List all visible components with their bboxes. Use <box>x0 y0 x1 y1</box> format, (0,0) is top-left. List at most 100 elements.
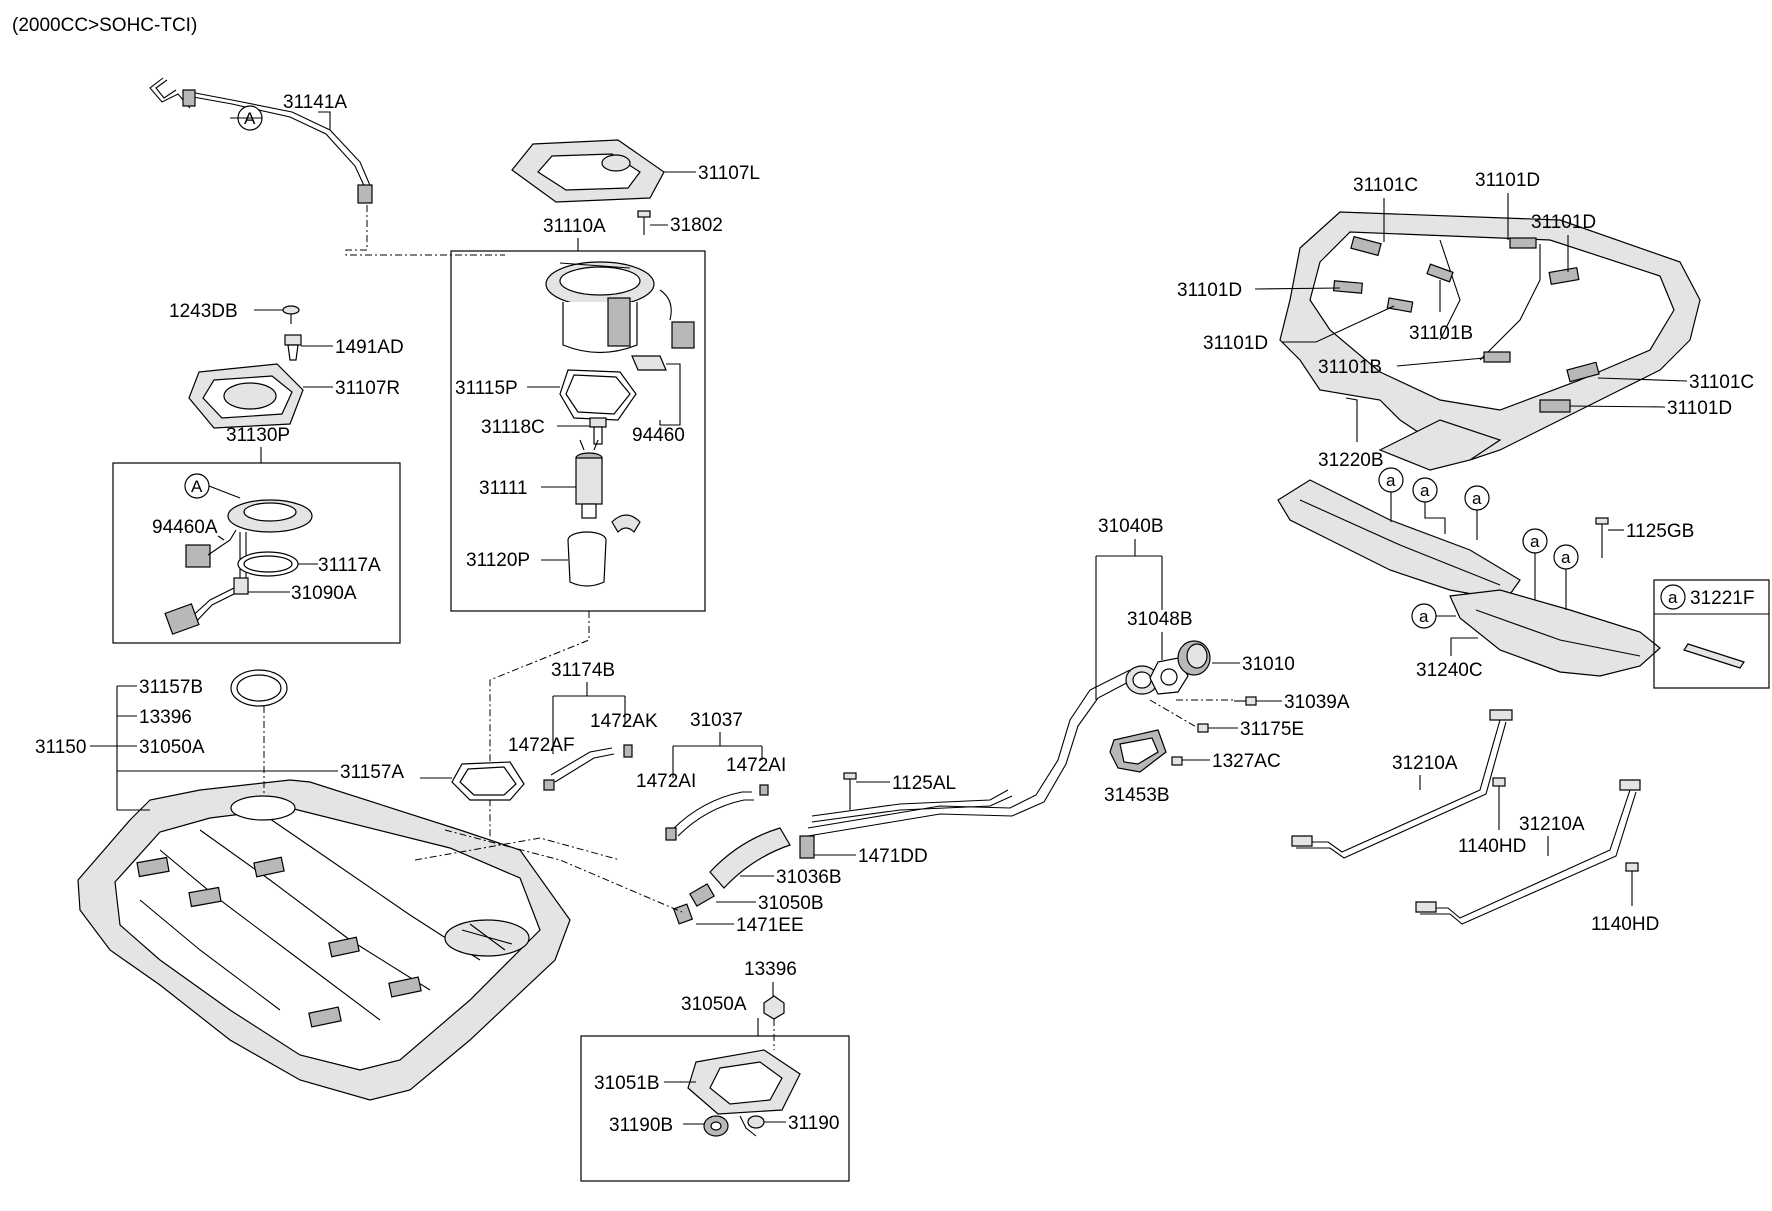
label-1327AC: 1327AC <box>1212 751 1281 772</box>
label-31036B: 31036B <box>776 867 842 888</box>
label-31117A: 31117A <box>318 555 381 576</box>
ring-31157B <box>230 669 288 707</box>
label-31174B: 31174B <box>551 660 615 681</box>
fuel-tank-31150 <box>77 779 571 1101</box>
label-31210A-upper: 31210A <box>1392 753 1458 774</box>
callout-letter: a <box>1386 471 1396 490</box>
fuel-harness-31141A <box>149 77 373 204</box>
screw-31175E <box>1197 723 1209 733</box>
label-13396-tank: 13396 <box>139 707 192 728</box>
clip-31190 <box>739 1115 765 1137</box>
bolt-1140HD-lower <box>1625 862 1639 898</box>
label-1472AI-right: 1472AI <box>726 755 786 776</box>
label-31101D-top: 31101D <box>1475 170 1540 191</box>
label-31157A: 31157A <box>340 762 404 783</box>
callout-letter: a <box>1668 588 1678 607</box>
label-1471DD: 1471DD <box>858 846 928 867</box>
screw-31039A <box>1234 696 1257 706</box>
label-1472AI-left: 1472AI <box>636 771 696 792</box>
protector-31051B <box>687 1049 801 1115</box>
label-31115P: 31115P <box>455 378 518 399</box>
callout-letter: a <box>1561 548 1571 567</box>
label-13396-bottom: 13396 <box>744 959 797 980</box>
label-31141A: 31141A <box>283 92 347 113</box>
filler-neck-31040B <box>807 665 1159 837</box>
label-31040B: 31040B <box>1098 516 1164 537</box>
label-31101D-right-lower: 31101D <box>1667 398 1732 419</box>
label-31101C-top: 31101C <box>1353 175 1418 196</box>
label-31190: 31190 <box>788 1113 839 1134</box>
label-31453B: 31453B <box>1104 785 1170 806</box>
label-31220B: 31220B <box>1318 450 1384 471</box>
gasket-31107L <box>511 139 665 203</box>
callout-letter: a <box>1419 607 1429 626</box>
callout-letter: a <box>1420 481 1430 500</box>
callout-letter: a <box>1472 489 1482 508</box>
engine-variant-note: (2000CC>SOHC-TCI) <box>12 15 197 36</box>
connector-94460 <box>631 355 667 371</box>
label-1243DB: 1243DB <box>169 301 238 322</box>
bolt-1125GB <box>1595 517 1609 558</box>
legend-box-31221F <box>1653 579 1770 689</box>
sender-assembly-box <box>112 462 401 644</box>
label-31050A-bottom: 31050A <box>681 994 747 1015</box>
o-ring-31117A <box>237 551 299 577</box>
pump-clip <box>611 514 641 533</box>
fuel-pump-31111 <box>575 439 603 519</box>
bolt-1140HD-upper <box>1492 777 1506 818</box>
hose-31036B <box>689 827 815 907</box>
label-31157B: 31157B <box>139 677 203 698</box>
label-1125GB: 1125GB <box>1626 521 1694 542</box>
clip-1471EE <box>672 903 694 925</box>
label-94460A: 94460A <box>152 517 218 538</box>
label-31118C: 31118C <box>481 417 545 438</box>
callout-letter: A <box>191 477 203 496</box>
label-1471EE: 1471EE <box>736 915 804 936</box>
label-31150: 31150 <box>35 737 86 758</box>
label-31010: 31010 <box>1242 654 1295 675</box>
label-31175E: 31175E <box>1240 719 1304 740</box>
strainer-31120P <box>567 531 607 587</box>
label-31051B: 31051B <box>594 1073 660 1094</box>
label-31101D-left-lower: 31101D <box>1203 333 1268 354</box>
seal-31115P <box>559 369 637 421</box>
callout-letter: a <box>1530 532 1540 551</box>
screw-1327AC <box>1171 756 1183 766</box>
label-31039A: 31039A <box>1284 692 1350 713</box>
label-1491AD: 1491AD <box>335 337 404 358</box>
label-31110A: 31110A <box>543 216 606 237</box>
gasket-31107R <box>188 363 304 429</box>
label-31107L: 31107L <box>698 163 760 184</box>
hose-31037 <box>665 784 769 841</box>
label-1472AF: 1472AF <box>508 735 575 756</box>
label-1140HD-lower: 1140HD <box>1591 914 1659 935</box>
label-31101D-right: 31101D <box>1531 212 1596 233</box>
label-31101B-center: 31101B <box>1409 323 1473 344</box>
screw-1243DB <box>282 305 300 324</box>
label-31210A-lower: 31210A <box>1519 814 1585 835</box>
label-31050A-tank: 31050A <box>139 737 205 758</box>
label-31190B: 31190B <box>609 1115 673 1136</box>
label-31221F: 31221F <box>1690 588 1754 609</box>
valve-1491AD <box>284 334 302 361</box>
pad-31221F <box>1683 643 1745 669</box>
sender-unit-31130P <box>164 499 313 635</box>
protector-box <box>580 1035 850 1182</box>
label-1472AK: 1472AK <box>590 711 658 732</box>
strap-31210A-lower <box>1415 779 1641 925</box>
label-31130P: 31130P <box>226 425 290 446</box>
nut-13396 <box>763 995 785 1020</box>
label-1140HD-upper: 1140HD <box>1458 836 1526 857</box>
label-31101B-lower: 31101B <box>1318 357 1382 378</box>
label-31120P: 31120P <box>466 550 530 571</box>
housing-31453B <box>1109 729 1167 773</box>
label-31101C-right: 31101C <box>1689 372 1754 393</box>
label-31101D-left: 31101D <box>1177 280 1242 301</box>
ring-31157A <box>451 761 525 801</box>
label-31802: 31802 <box>670 215 723 236</box>
label-94460: 94460 <box>632 425 685 446</box>
pump-module-31110A <box>545 261 695 354</box>
clip-31190B <box>703 1115 729 1137</box>
label-31048B: 31048B <box>1127 609 1193 630</box>
